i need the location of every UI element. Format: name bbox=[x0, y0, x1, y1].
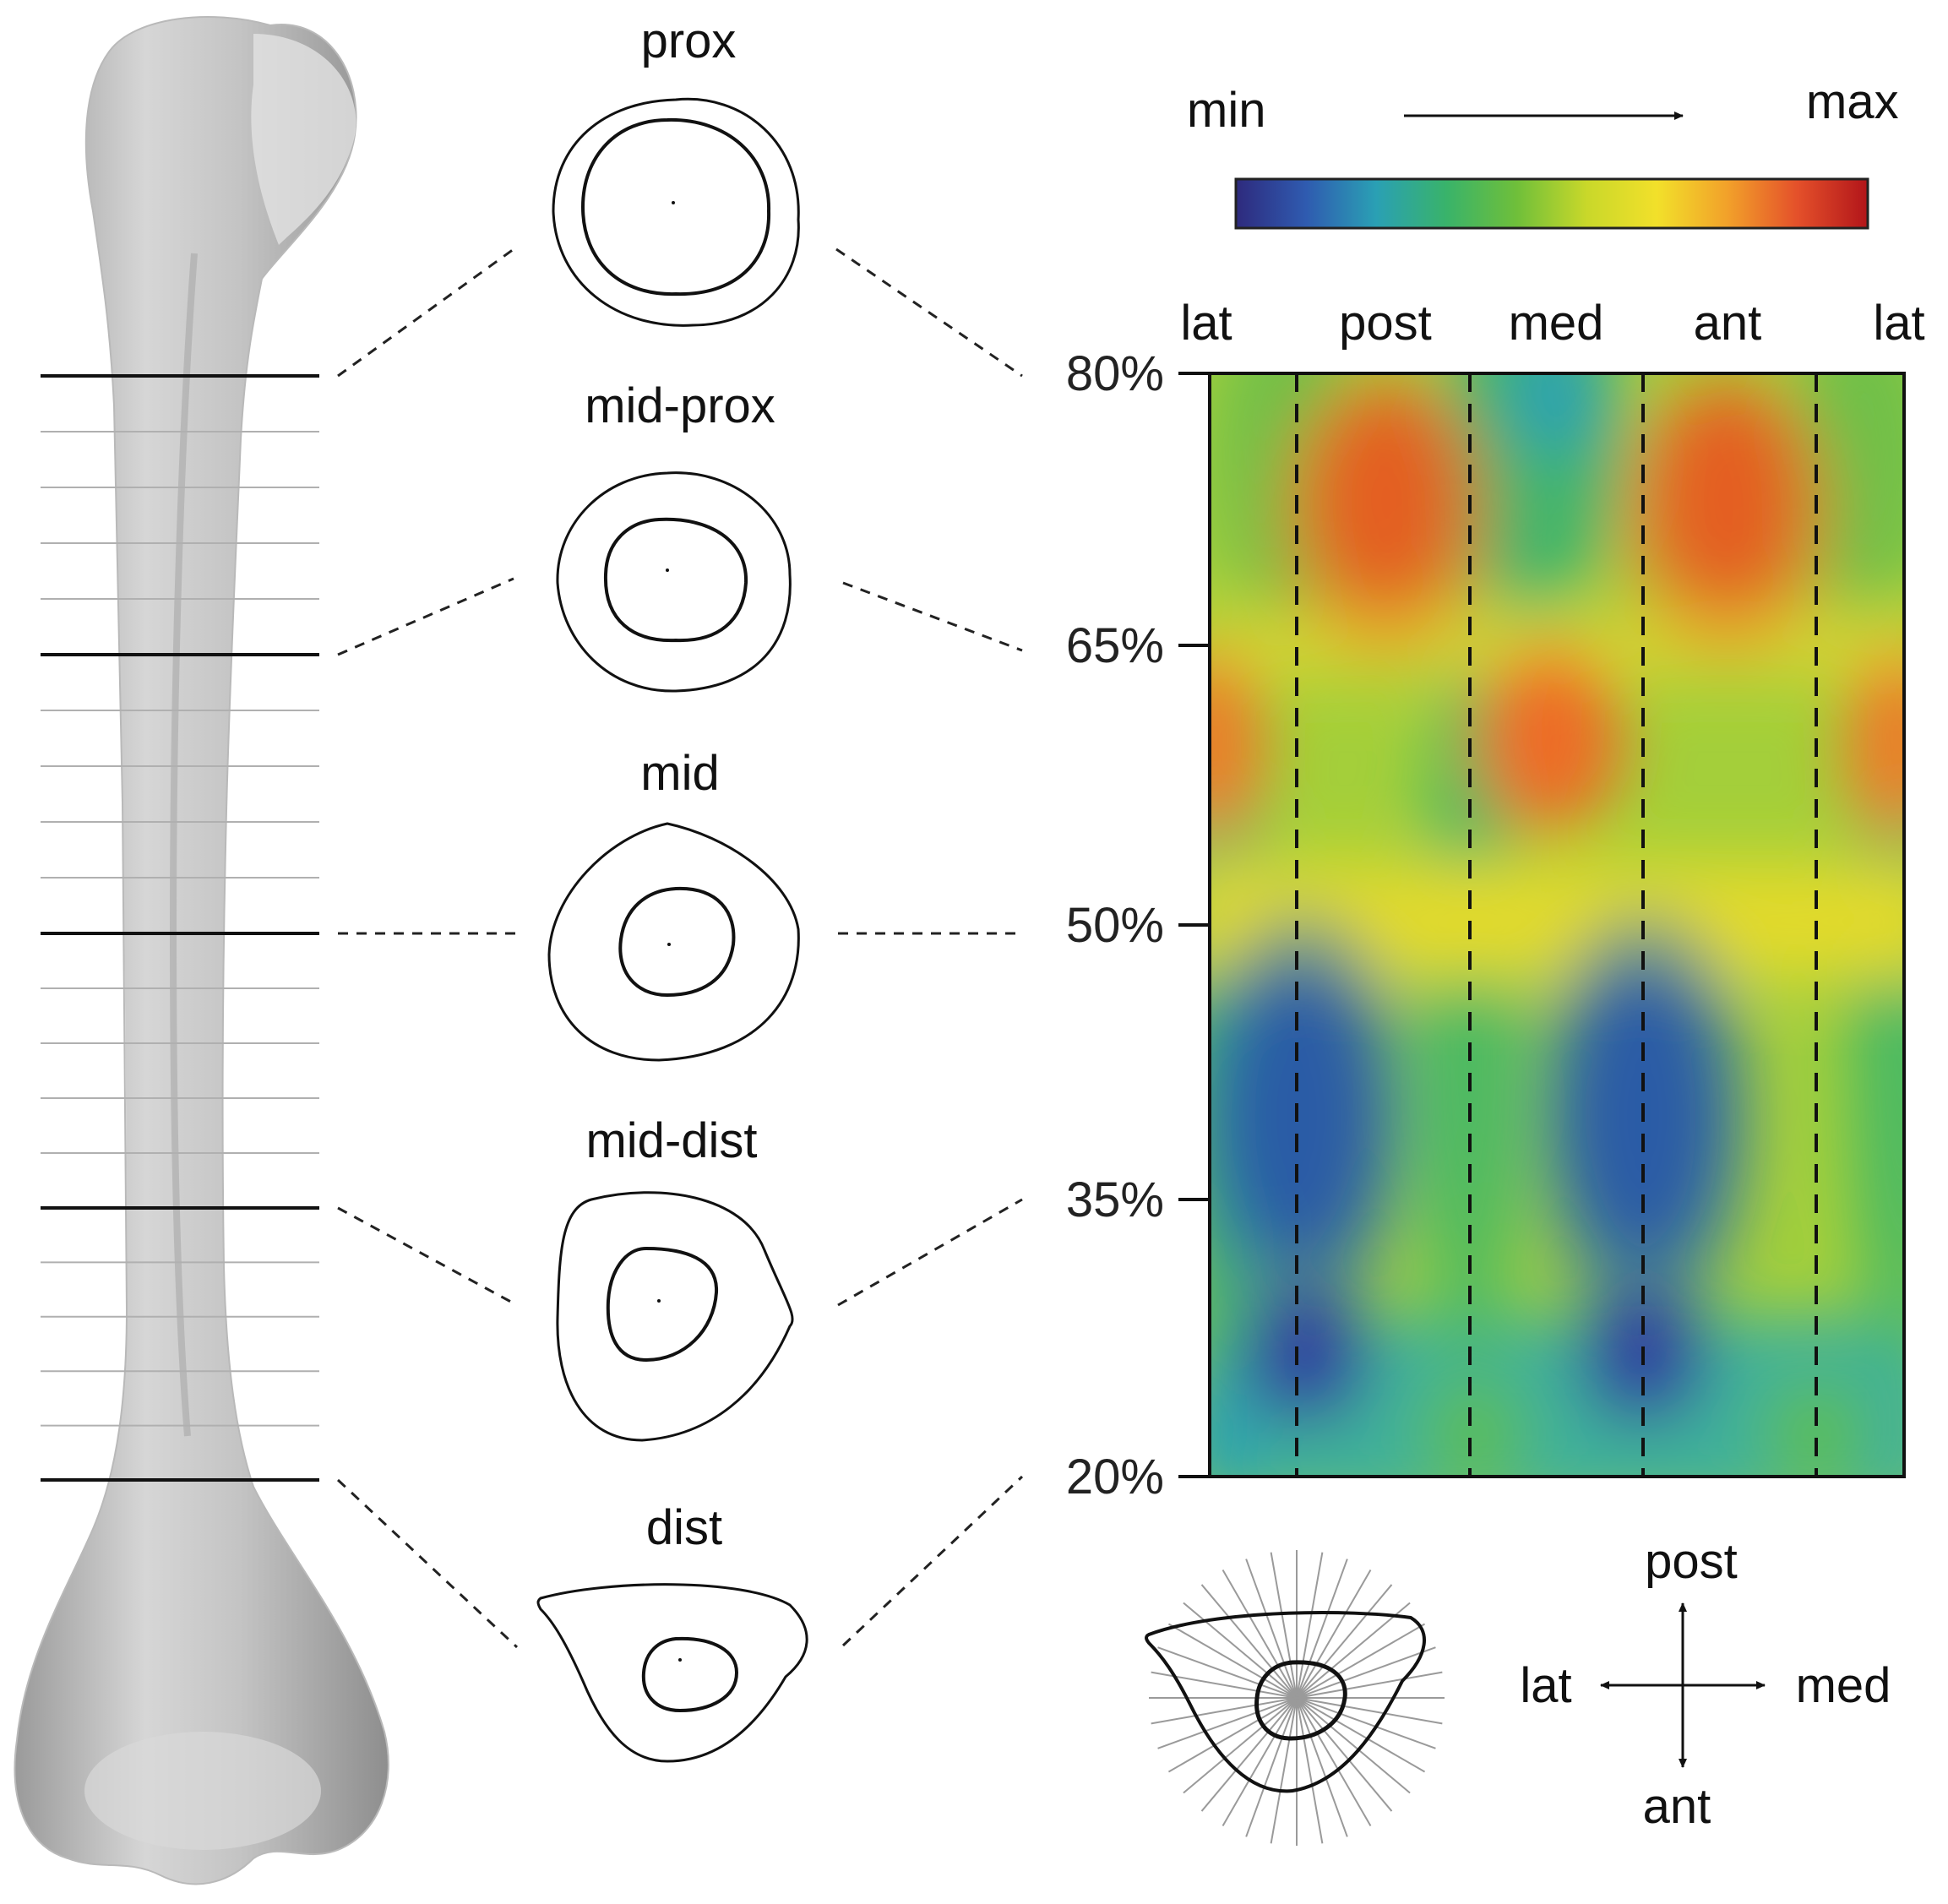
connector-line bbox=[835, 248, 1023, 378]
endosteal-outline-mid-prox bbox=[603, 517, 748, 643]
heatmap-blob bbox=[1512, 373, 1597, 456]
radial-spoke bbox=[1151, 1671, 1443, 1725]
heatmap-column-med: med bbox=[1509, 296, 1604, 351]
heatmap-column-lat: lat bbox=[1180, 296, 1232, 351]
cross-section-mid-prox: mid-prox bbox=[556, 378, 792, 693]
heatmap-blob bbox=[1276, 373, 1495, 659]
colorbar-min-label: min bbox=[1187, 83, 1265, 138]
humerus-bone bbox=[14, 16, 389, 1885]
colorbar: min max bbox=[1187, 74, 1899, 230]
y-tick-label-50: 50% bbox=[1066, 898, 1164, 953]
endosteal-outline-prox bbox=[580, 117, 771, 296]
connector-line bbox=[337, 1206, 518, 1307]
colorbar-max-label: max bbox=[1806, 74, 1899, 129]
connector-line bbox=[337, 577, 514, 656]
y-tick-label-65: 65% bbox=[1066, 618, 1164, 673]
centroid-mid-prox bbox=[666, 568, 669, 572]
y-tick-label-80: 80% bbox=[1066, 346, 1164, 401]
connector-line bbox=[841, 1475, 1024, 1647]
shaft-ridge bbox=[169, 253, 198, 1437]
bone-thin-section-lines bbox=[41, 431, 319, 1427]
heatmap-column-post: post bbox=[1339, 296, 1432, 351]
condyle-shade bbox=[84, 1732, 321, 1850]
compass-label-lat: lat bbox=[1520, 1658, 1571, 1713]
connector-line bbox=[337, 248, 514, 378]
y-tick-label-20: 20% bbox=[1066, 1450, 1164, 1504]
section-label-mid-dist: mid-dist bbox=[585, 1113, 757, 1168]
endosteal-outline-dist bbox=[641, 1636, 739, 1713]
bone-section-lines bbox=[41, 374, 319, 1482]
centroid-mid bbox=[667, 943, 671, 946]
section-to-heatmap-connectors bbox=[835, 248, 1024, 1647]
heatmap: lat post med ant lat 80% 65% 50% 35% 20% bbox=[1066, 296, 1925, 1504]
heatmap-blob bbox=[1210, 650, 1263, 836]
periosteal-outline-mid-prox bbox=[556, 471, 792, 693]
centroid-dist bbox=[678, 1658, 682, 1662]
heatmap-blob bbox=[1846, 650, 1904, 836]
heatmap-blob bbox=[1423, 1377, 1525, 1477]
cross-section-prox: prox bbox=[552, 14, 800, 327]
radial-endosteal-outline bbox=[1254, 1660, 1347, 1741]
connector-line bbox=[336, 1478, 519, 1649]
radial-section-icon bbox=[1145, 1550, 1445, 1846]
periosteal-outline-mid-dist bbox=[556, 1191, 794, 1442]
connector-line bbox=[837, 1198, 1023, 1307]
section-label-dist: dist bbox=[646, 1500, 722, 1555]
periosteal-outline-dist bbox=[536, 1583, 808, 1763]
endosteal-outline-mid-dist bbox=[606, 1246, 719, 1363]
humerus-silhouette bbox=[14, 16, 389, 1885]
orientation-compass: post ant lat med bbox=[1520, 1534, 1891, 1834]
periosteal-outline-mid bbox=[547, 822, 800, 1062]
cross-section-mid: mid bbox=[547, 746, 800, 1062]
cross-section-mid-dist: mid-dist bbox=[556, 1113, 794, 1442]
radial-periosteal-outline bbox=[1145, 1611, 1426, 1793]
heatmap-field bbox=[1210, 373, 1904, 1477]
heatmap-column-lat-end: lat bbox=[1873, 296, 1924, 351]
compass-label-post: post bbox=[1645, 1534, 1738, 1589]
heatmap-blob bbox=[1478, 646, 1622, 832]
cross-section-dist: dist bbox=[536, 1500, 808, 1763]
heatmap-blob bbox=[1850, 659, 1904, 1368]
section-label-mid: mid bbox=[640, 746, 719, 801]
section-label-mid-prox: mid-prox bbox=[585, 378, 775, 433]
connector-line bbox=[842, 581, 1023, 652]
periosteal-outline-prox bbox=[552, 97, 800, 327]
heatmap-direction-dividers bbox=[1295, 373, 1818, 1477]
heatmap-blob bbox=[1210, 1377, 1259, 1477]
heatmap-blob bbox=[1242, 1288, 1368, 1423]
section-label-prox: prox bbox=[641, 14, 737, 68]
y-tick-label-35: 35% bbox=[1066, 1172, 1164, 1227]
endosteal-outline-mid bbox=[618, 886, 736, 998]
compass-label-med: med bbox=[1796, 1658, 1891, 1713]
heatmap-y-axis bbox=[1178, 372, 1210, 1478]
compass-label-ant: ant bbox=[1643, 1779, 1711, 1834]
colorbar-gradient bbox=[1234, 177, 1869, 230]
centroid-mid-dist bbox=[657, 1299, 661, 1303]
heatmap-blob bbox=[1766, 1377, 1867, 1477]
heatmap-blob bbox=[1210, 912, 1411, 1335]
centroid-prox bbox=[672, 201, 675, 204]
heatmap-column-ant: ant bbox=[1694, 296, 1762, 351]
heatmap-blob bbox=[1533, 912, 1753, 1335]
radial-spokes bbox=[1149, 1550, 1445, 1846]
heatmap-blob bbox=[1618, 373, 1837, 659]
bone-to-section-connectors bbox=[336, 248, 519, 1649]
humeral-head-shade bbox=[251, 34, 356, 245]
